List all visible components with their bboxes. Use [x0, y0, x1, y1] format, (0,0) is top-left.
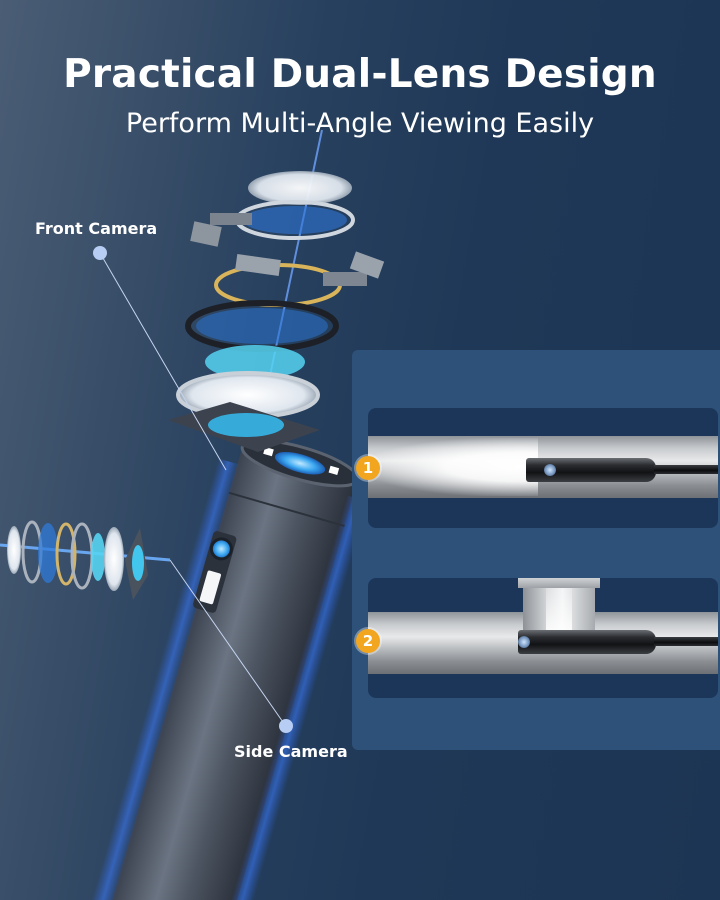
side-lens-icon: [544, 464, 556, 476]
pipe-branch-cap: [518, 578, 600, 588]
side-camera-pointer-icon: [279, 719, 293, 733]
probe-cable: [654, 465, 718, 474]
front-lens-icon: [518, 636, 530, 648]
side-light-beam: [546, 588, 572, 636]
front-camera-pointer-icon: [93, 246, 107, 260]
page-subtitle: Perform Multi-Angle Viewing Easily: [125, 108, 595, 139]
side-camera-label: Side Camera: [234, 742, 348, 761]
step-badge-1: 1: [356, 456, 380, 480]
page-title: Practical Dual-Lens Design: [63, 52, 657, 97]
scene-side-view: [368, 578, 718, 698]
front-camera-label: Front Camera: [35, 219, 158, 238]
light-beam: [368, 438, 538, 496]
scene-front-view: [368, 408, 718, 528]
step-badge-2: 2: [356, 629, 380, 653]
probe-cable: [654, 637, 718, 646]
camera-probe: [518, 630, 656, 654]
